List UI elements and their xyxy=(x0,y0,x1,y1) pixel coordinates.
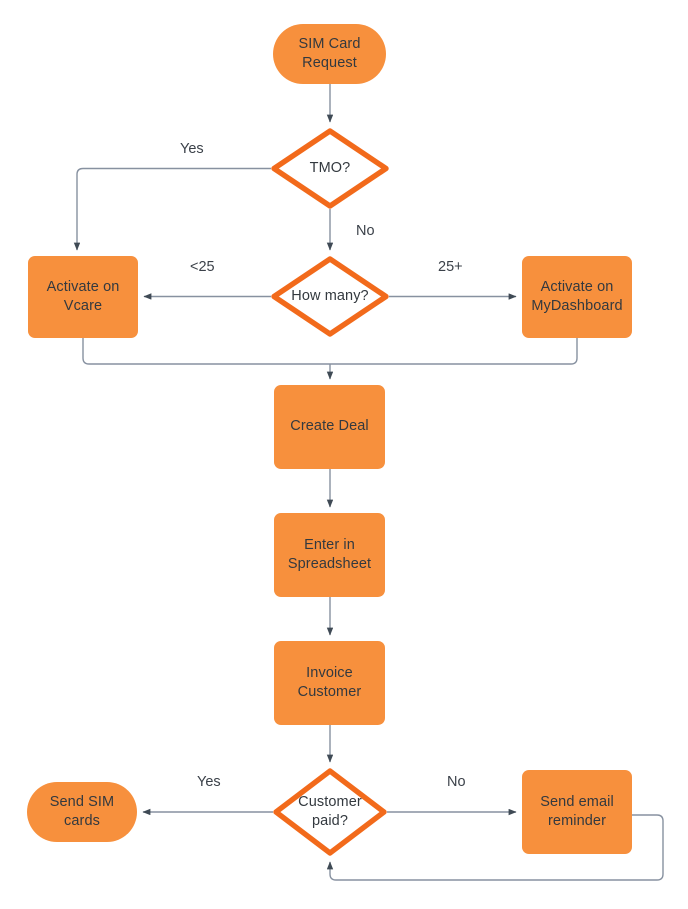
node-label: Activate on Vcare xyxy=(46,278,120,314)
diamond-shape xyxy=(273,768,387,856)
node-send-sim-cards[interactable]: Send SIM cards xyxy=(27,782,137,842)
node-customer-paid-decision[interactable]: Customer paid? xyxy=(273,768,387,856)
diamond-shape xyxy=(271,256,389,337)
node-invoice-customer[interactable]: Invoice Customer xyxy=(274,641,385,725)
edge-tmo-yes-to-vcare xyxy=(73,167,271,251)
node-label: Send email reminder xyxy=(540,793,614,829)
edge-label-tmo-no: No xyxy=(356,223,375,239)
node-tmo-decision[interactable]: TMO? xyxy=(271,128,389,209)
node-label: How many? xyxy=(291,287,369,304)
edge-label-custpaid-no: No xyxy=(447,774,466,790)
node-label: Send SIM cards xyxy=(49,793,115,829)
node-how-many-decision[interactable]: How many? xyxy=(271,256,389,337)
edge-label-howmany-25-plus: 25+ xyxy=(438,259,463,275)
node-sim-card-request[interactable]: SIM Card Request xyxy=(273,24,386,84)
node-label: Create Deal xyxy=(290,418,369,435)
node-send-email-reminder[interactable]: Send email reminder xyxy=(522,770,632,854)
node-label: Invoice Customer xyxy=(297,664,362,700)
diamond-shape xyxy=(271,128,389,209)
edge-label-custpaid-yes: Yes xyxy=(197,774,221,790)
node-label: SIM Card Request xyxy=(298,35,361,71)
node-label: Activate on MyDashboard xyxy=(531,278,623,314)
edge-emailrem-loop-to-custpaid xyxy=(326,814,664,881)
edge-label-howmany-less-than-25: <25 xyxy=(190,259,215,275)
node-label: Enter in Spreadsheet xyxy=(287,536,372,572)
node-label: TMO? xyxy=(309,159,351,176)
node-label: Customer paid? xyxy=(298,793,362,829)
node-create-deal[interactable]: Create Deal xyxy=(274,385,385,469)
node-activate-on-vcare[interactable]: Activate on Vcare xyxy=(28,256,138,338)
edge-label-tmo-yes: Yes xyxy=(180,141,204,157)
node-enter-in-spreadsheet[interactable]: Enter in Spreadsheet xyxy=(274,513,385,597)
node-activate-on-mydashboard[interactable]: Activate on MyDashboard xyxy=(522,256,632,338)
